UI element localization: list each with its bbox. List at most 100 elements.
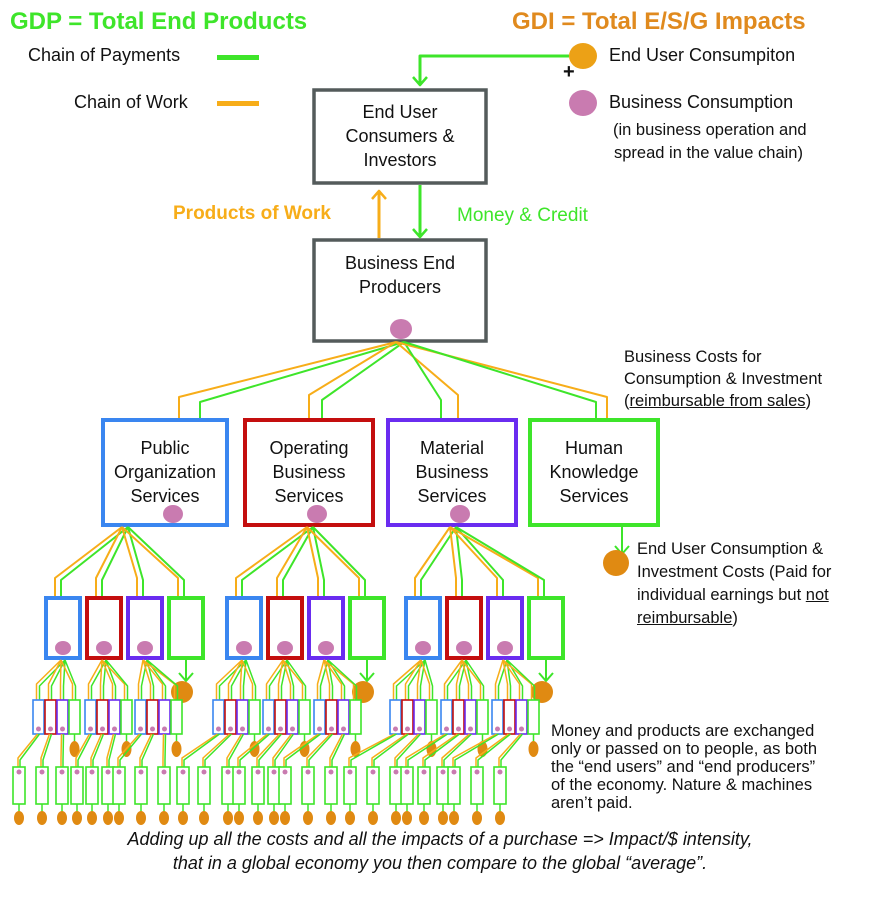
business-consumption-dot: [393, 769, 399, 775]
work-connector-line: [215, 659, 243, 700]
sector-operating-label: Operating Business Services: [269, 438, 349, 506]
payment-connector-line: [465, 659, 485, 700]
business-consumption-dot: [105, 769, 111, 775]
legend-business-consumption-label: Business Consumption: [609, 92, 794, 112]
work-connector-line: [316, 659, 325, 700]
business-consumption-dot: [450, 505, 470, 523]
end-user-consumption-dot: [253, 811, 263, 825]
business-consumption-dot: [507, 726, 512, 732]
end-user-consumption-dot: [495, 811, 505, 825]
business-end-producers-box-label: Business End Producers: [344, 253, 456, 297]
payment-connector-line: [77, 733, 93, 767]
micro-human-box: [248, 699, 261, 735]
work-connector-line: [394, 733, 420, 767]
money-products-line2: only or passed on to people, as both: [551, 740, 818, 758]
business-consumption-dot: [277, 641, 293, 655]
not-text: not: [805, 586, 829, 604]
work-connector-line: [461, 659, 470, 700]
legend-payments-swatch: [217, 55, 259, 60]
business-consumption-dot: [341, 726, 346, 732]
arrow-down-icon: [359, 672, 375, 682]
work-connector-line: [265, 659, 284, 700]
payment-connector-line: [199, 341, 405, 420]
payment-connector-line: [92, 733, 105, 767]
payment-connector-line: [321, 341, 405, 420]
arrow-down-icon: [412, 228, 428, 239]
business-consumption-dot: [474, 769, 480, 775]
payment-connector-line: [424, 659, 434, 700]
payment-connector-line: [403, 341, 442, 420]
micro-human-box: [298, 699, 311, 735]
work-connector-line: [405, 733, 446, 767]
payment-connector-line: [228, 733, 245, 767]
work-connector-line: [59, 659, 62, 700]
micro-material-box: [158, 699, 171, 735]
work-connector-line: [121, 526, 179, 598]
work-connector-line: [137, 659, 144, 700]
micro-public-box: [134, 699, 147, 735]
micro-material-box: [108, 699, 121, 735]
end-user-consumption-dot: [368, 811, 378, 825]
micro-material-box: [515, 699, 528, 735]
business-consumption-dot: [495, 726, 500, 732]
business-consumption-dot: [225, 769, 231, 775]
end-user-consumption-dot: [171, 681, 193, 703]
sector-public-box: [101, 418, 229, 527]
payment-connector-line: [286, 659, 307, 700]
gdp-title: GDP = Total End Products: [10, 8, 308, 35]
payment-connector-line: [141, 733, 155, 767]
work-connector-line: [239, 659, 243, 700]
footer-line1: Adding up all the costs and all the impa…: [127, 829, 753, 849]
micro-human-box: [425, 699, 438, 735]
micro-operating-box: [274, 699, 287, 735]
end-user-consumption-dot: [234, 811, 244, 825]
end-user-costs-line2: Investment Costs (Paid for: [637, 563, 832, 581]
payment-connector-line: [105, 659, 129, 700]
business-costs-line2: Consumption & Investment: [624, 370, 823, 388]
work-connector-line: [139, 733, 153, 767]
business-consumption-dot: [370, 769, 376, 775]
payment-connector-line: [312, 526, 366, 598]
work-connector-line: [502, 659, 521, 700]
business-consumption-dot: [39, 769, 45, 775]
work-connector-line: [452, 733, 497, 767]
payment-connector-line: [373, 733, 409, 767]
payment-connector-line: [308, 733, 334, 767]
micro-human-box: [120, 699, 133, 735]
work-connector-line: [449, 526, 539, 598]
legend-business-note-line1: (in business operation and: [613, 121, 807, 139]
end-user-consumption-dot: [438, 811, 448, 825]
reimbursable-text: reimbursable: [637, 609, 733, 627]
payment-connector-line: [443, 733, 473, 767]
business-consumption-dot: [112, 726, 117, 732]
work-connector-line: [461, 659, 482, 700]
work-connector-line: [121, 526, 138, 598]
payment-connector-line: [477, 733, 511, 767]
payment-connector-line: [331, 733, 346, 767]
sector-material-label: Material Business Services: [415, 438, 489, 506]
business-consumption-dot: [390, 319, 412, 339]
end-user-costs-line3: individual earnings but not: [637, 584, 829, 606]
business-consumption-dot: [240, 726, 245, 732]
payment-connector-line: [497, 659, 508, 700]
work-connector-line: [422, 733, 458, 767]
work-connector-line: [308, 341, 397, 420]
micro-material-box: [56, 699, 69, 735]
work-connector-line: [282, 659, 304, 700]
end-user-consumption-dot: [269, 811, 279, 825]
work-connector-line: [87, 659, 103, 700]
business-consumption-dot: [163, 505, 183, 523]
work-connector-line: [162, 733, 165, 767]
work-connector-line: [306, 733, 332, 767]
end-user-consumption-dot: [199, 811, 209, 825]
payment-connector-line: [327, 659, 358, 700]
business-consumption-dot: [307, 505, 327, 523]
business-consumption-dot: [278, 726, 283, 732]
business-consumption-dot: [451, 769, 457, 775]
work-connector-line: [235, 526, 308, 598]
end-user-consumption-dot: [449, 811, 459, 825]
end-user-consumers-box-label: End User Consumers & Investors: [345, 102, 455, 170]
business-consumption-dot: [150, 726, 155, 732]
legend-end-user-dot-icon: [569, 43, 597, 69]
work-connector-line: [54, 526, 123, 598]
